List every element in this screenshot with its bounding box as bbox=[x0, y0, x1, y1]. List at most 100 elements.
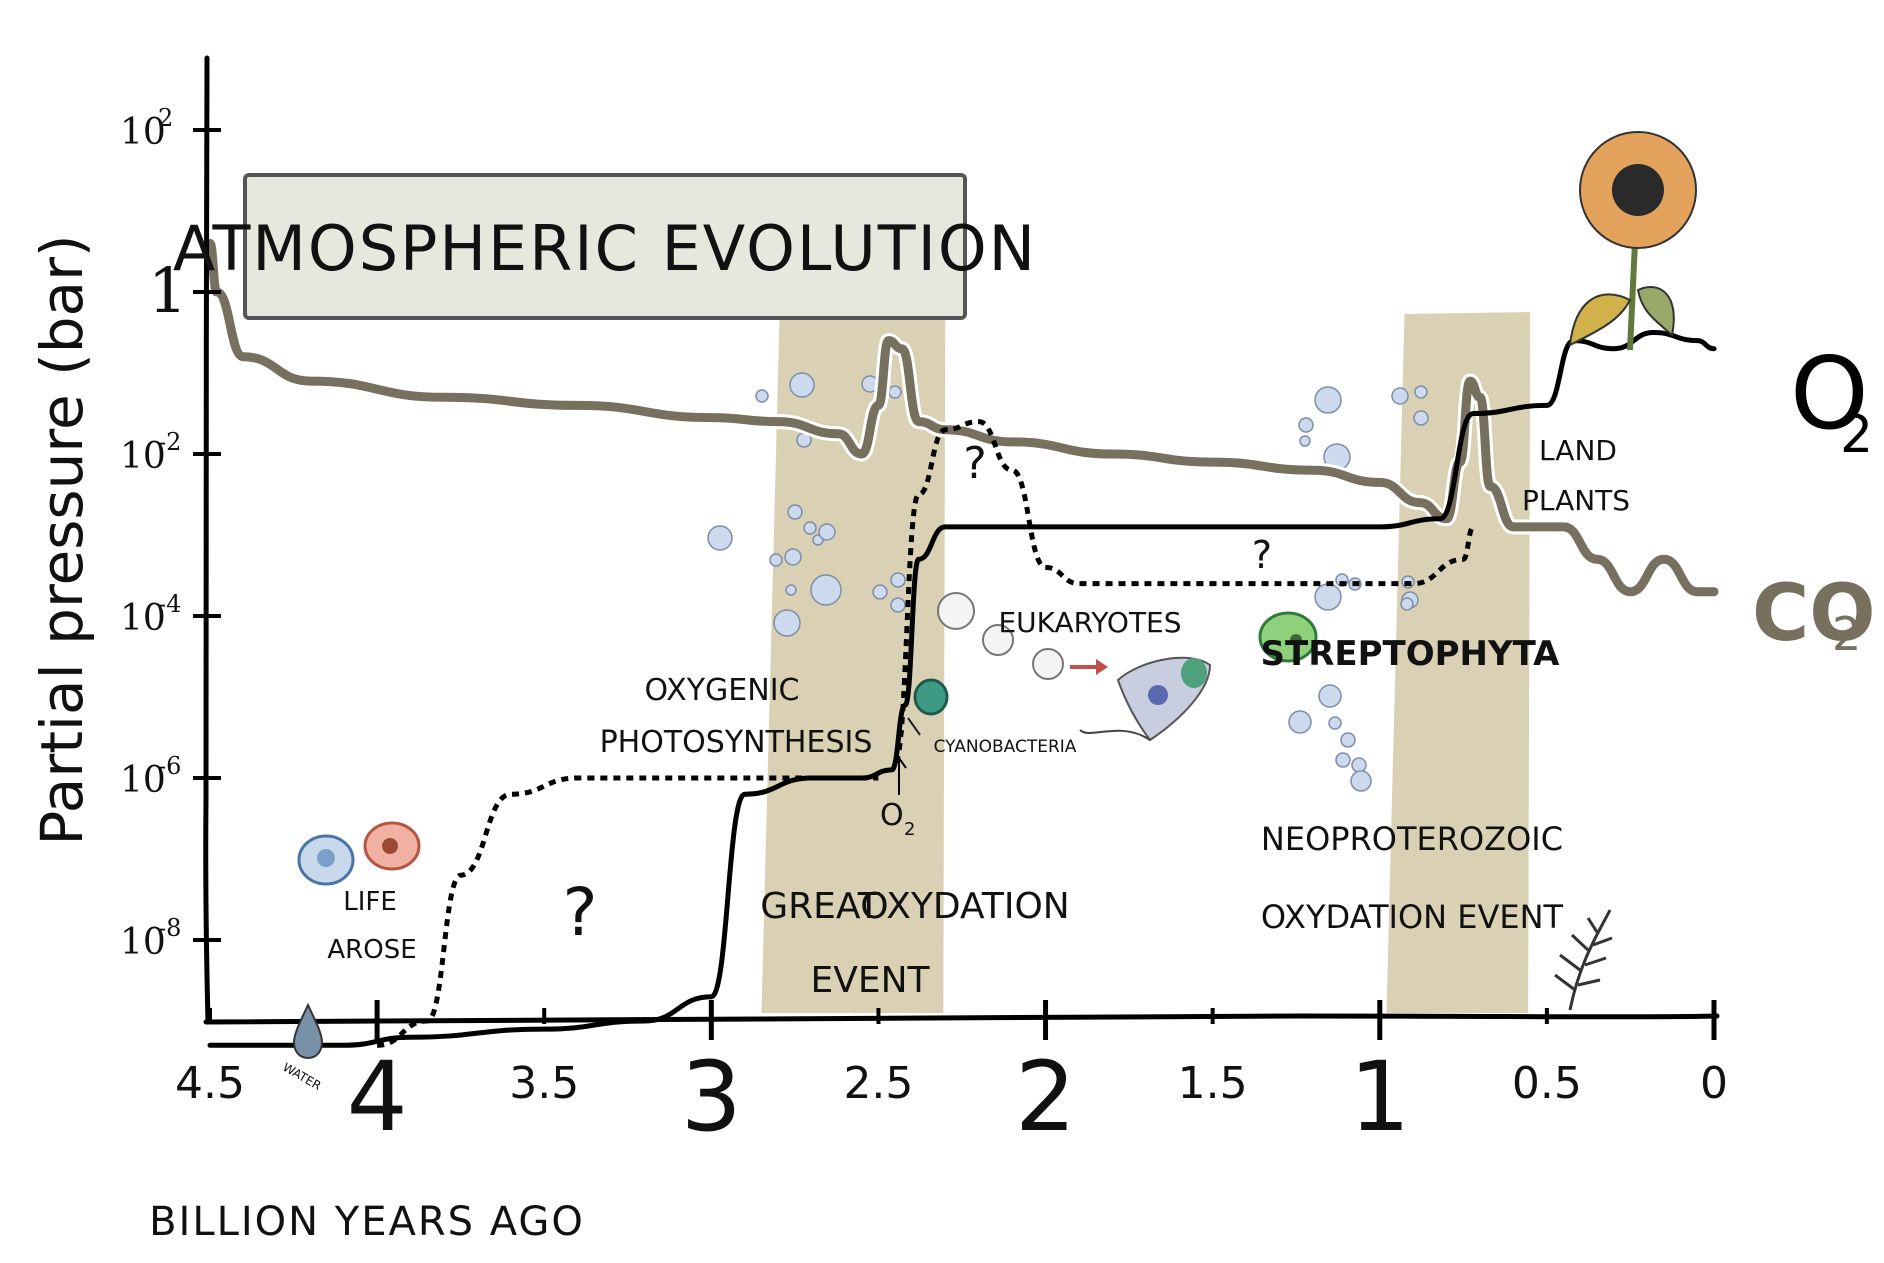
bubble-icon bbox=[1413, 410, 1429, 426]
bubble-icon bbox=[872, 584, 888, 600]
y-tick-label: 10 bbox=[120, 760, 166, 801]
co2-line bbox=[205, 238, 1719, 597]
x-tick-label: 3 bbox=[681, 1041, 742, 1153]
bubble-icon bbox=[890, 597, 906, 613]
bubble-icon bbox=[1340, 732, 1356, 748]
goe-label-3: EVENT bbox=[810, 960, 930, 1001]
title-box: ATMOSPHERIC EVOLUTION bbox=[173, 173, 1037, 320]
cyanobacteria-icon bbox=[907, 678, 949, 736]
bubble-icon bbox=[769, 553, 783, 567]
question-mark-1: ? bbox=[562, 874, 597, 951]
annotations: LIFE AROSE WATER OXYGENIC PHOTOSYNTHESIS… bbox=[280, 434, 1630, 1093]
o2-mark-arrow bbox=[891, 756, 907, 795]
life-arose-label-2: AROSE bbox=[327, 935, 416, 965]
bubble-icon bbox=[1299, 435, 1311, 447]
x-tick-label: 0 bbox=[1700, 1058, 1728, 1109]
noe-label-1: NEOPROTEROZOIC bbox=[1261, 820, 1563, 858]
bubble-icon bbox=[1288, 710, 1312, 734]
legend-co2-label: CO bbox=[1752, 569, 1876, 659]
y-tick-label: 10 bbox=[120, 598, 166, 639]
fern-icon bbox=[1554, 909, 1613, 1011]
early-cell-icon-2 bbox=[363, 821, 421, 871]
bubble-icon bbox=[803, 521, 817, 535]
x-axis-line bbox=[203, 1013, 1720, 1025]
y-tick-sup: -4 bbox=[158, 590, 181, 618]
bubble-icon bbox=[785, 584, 797, 596]
bubble-icon bbox=[1391, 387, 1409, 405]
bubble-icon bbox=[1400, 597, 1414, 611]
legend-o2-label: O bbox=[1790, 335, 1869, 452]
goe-label-2: OXYDATION bbox=[860, 886, 1069, 927]
bubble-icon bbox=[1335, 752, 1351, 768]
legend: O 2 CO 2 bbox=[1752, 335, 1876, 661]
land-plants-label-1: LAND bbox=[1539, 434, 1617, 467]
y-tick-sup: 2 bbox=[158, 104, 173, 132]
o2-line bbox=[207, 329, 1717, 1048]
y-tick-label: 10 bbox=[120, 436, 166, 477]
water-label: WATER bbox=[280, 1060, 323, 1093]
goe-label-1: GREAT bbox=[760, 886, 880, 927]
question-mark-2: ? bbox=[963, 438, 986, 489]
bubble-icon bbox=[1414, 385, 1428, 399]
o2-mark-label: O bbox=[880, 798, 904, 833]
bubble-icon bbox=[773, 609, 801, 637]
eukaryote-cells-icon bbox=[937, 592, 1212, 742]
bubble-icon bbox=[755, 389, 769, 403]
photosynthesis-label-2: PHOTOSYNTHESIS bbox=[600, 725, 873, 760]
bubble-icon bbox=[789, 372, 815, 398]
bubble-icon bbox=[1328, 716, 1342, 730]
y-tick-label: 10 bbox=[120, 922, 166, 963]
streptophyta-label: STREPTOPHYTA bbox=[1261, 634, 1561, 674]
bubble-icon bbox=[1314, 386, 1342, 414]
cyanobacteria-label: CYANOBACTERIA bbox=[934, 737, 1077, 757]
x-tick-label: 1 bbox=[1349, 1041, 1410, 1153]
x-axis-label: BILLION YEARS AGO bbox=[149, 1199, 585, 1245]
y-tick-sup: -6 bbox=[158, 752, 181, 780]
x-tick-label: 2.5 bbox=[843, 1058, 913, 1109]
y-axis-label: Partial pressure (bar) bbox=[28, 234, 96, 845]
y-tick-sup: -2 bbox=[158, 428, 181, 456]
o2-uncertain-line-2 bbox=[892, 419, 1476, 765]
x-tick-label: 2 bbox=[1015, 1041, 1076, 1153]
bubble-icon bbox=[1298, 417, 1314, 433]
photosynthesis-label-1: OXYGENIC bbox=[644, 673, 799, 708]
noe-label-2: OXYDATION EVENT bbox=[1261, 898, 1564, 936]
oxygen-bubbles bbox=[707, 372, 1429, 792]
x-tick-label: 1.5 bbox=[1178, 1058, 1248, 1109]
legend-o2-sub: 2 bbox=[1840, 405, 1873, 465]
streptophyta-cell-icon bbox=[1258, 611, 1318, 663]
early-cell-icon bbox=[297, 834, 355, 886]
title-box-bg bbox=[243, 173, 967, 320]
bubble-icon bbox=[810, 574, 842, 606]
o2-uncertain-line-1 bbox=[376, 775, 879, 1048]
eukaryotes-label: EUKARYOTES bbox=[998, 606, 1181, 639]
y-tick-label: 1 bbox=[148, 254, 187, 327]
bubble-icon bbox=[707, 525, 733, 551]
axes bbox=[203, 55, 1720, 1025]
land-plants-label-2: PLANTS bbox=[1522, 484, 1630, 517]
bubble-icon bbox=[890, 572, 906, 588]
x-tick-label: 4.5 bbox=[175, 1058, 245, 1109]
y-axis-line bbox=[203, 55, 211, 1025]
bubble-icon bbox=[888, 385, 902, 399]
x-tick-label: 4 bbox=[347, 1041, 408, 1153]
y-tick-sup: -8 bbox=[158, 914, 181, 942]
bubble-icon bbox=[1351, 757, 1367, 773]
o2-mark-sub: 2 bbox=[904, 819, 915, 840]
series-layer bbox=[202, 235, 1722, 1048]
question-mark-3: ? bbox=[1252, 533, 1272, 577]
bubble-icon bbox=[818, 523, 836, 541]
event-band-0 bbox=[761, 316, 946, 1013]
bubble-icon bbox=[787, 504, 803, 520]
sunflower-icon bbox=[1568, 131, 1697, 351]
life-arose-label-1: LIFE bbox=[343, 887, 397, 917]
x-tick-label: 3.5 bbox=[509, 1058, 579, 1109]
bubble-icon bbox=[1314, 583, 1342, 611]
legend-co2-sub: 2 bbox=[1832, 607, 1861, 661]
bubble-icon bbox=[1318, 684, 1342, 708]
chart-title: ATMOSPHERIC EVOLUTION bbox=[173, 212, 1037, 285]
bubble-icon bbox=[1350, 770, 1372, 792]
